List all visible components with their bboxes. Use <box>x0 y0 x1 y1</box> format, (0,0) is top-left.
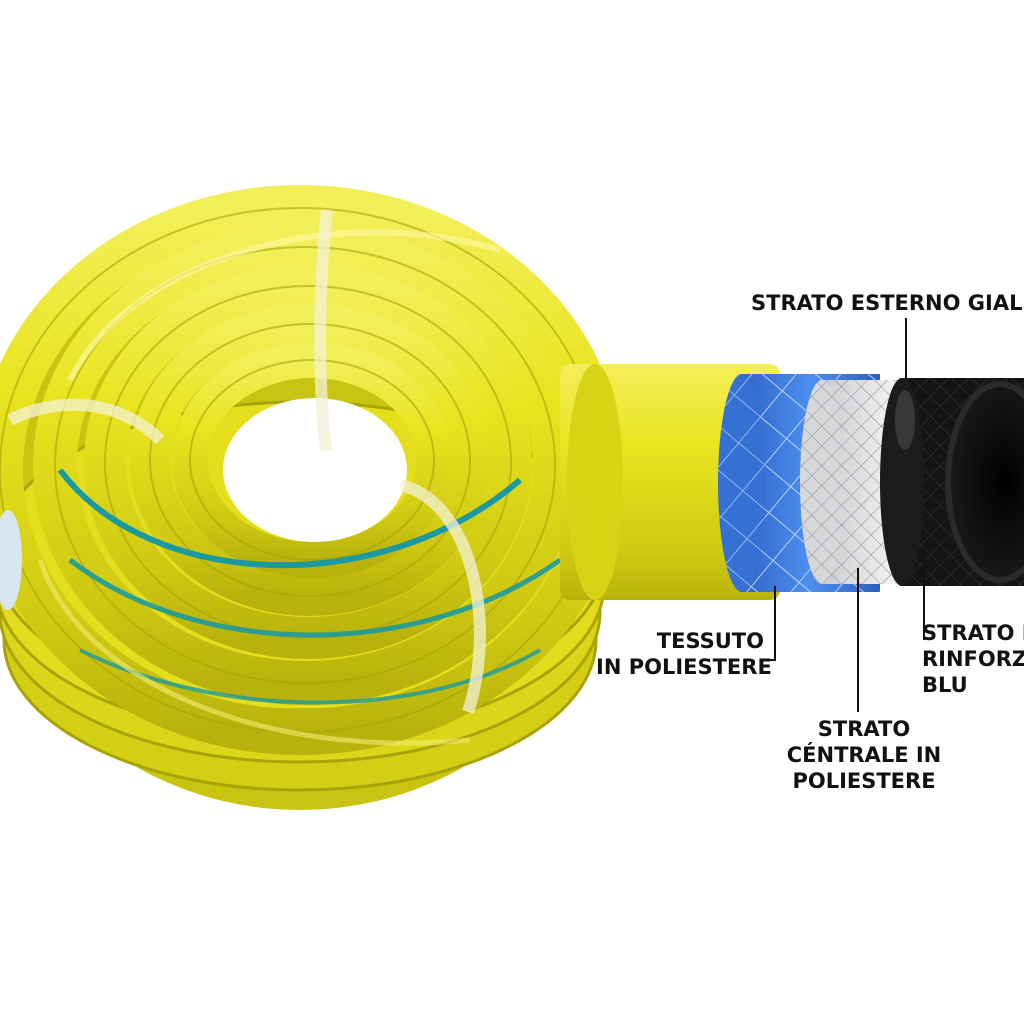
label-reinf-line-1: STRATO I <box>922 621 1024 645</box>
hose-cutaway <box>560 364 1024 600</box>
callout-lines <box>765 318 925 712</box>
coil-center-hole <box>223 398 407 542</box>
label-outer-line-1: STRATO ESTERNO GIALL <box>751 291 1024 315</box>
zip-ties <box>7 209 486 714</box>
label-central-line-1: STRATO <box>817 717 911 741</box>
label-fabric-line-1: TESSUTO <box>656 629 764 653</box>
label-blue-reinforcement: STRATO I RINFORZ BLU <box>922 620 1024 698</box>
label-outer-yellow-layer: STRATO ESTERNO GIALL <box>751 290 1024 316</box>
label-central-line-3: POLIESTERE <box>792 769 936 793</box>
hose-end-left <box>0 510 22 610</box>
label-polyester-fabric: TESSUTO IN POLIESTERE <box>596 628 772 680</box>
hose-bore <box>945 381 1024 583</box>
label-reinf-line-2: RINFORZ <box>922 647 1024 671</box>
inner-layer <box>880 378 1024 586</box>
label-central-line-2: CÉNTRALE IN <box>786 743 942 767</box>
label-reinf-line-3: BLU <box>922 673 968 697</box>
label-fabric-line-2: IN POLIESTERE <box>596 655 772 679</box>
coiled-hose <box>0 185 623 810</box>
label-central-polyester: STRATO CÉNTRALE IN POLIESTERE <box>786 716 942 794</box>
